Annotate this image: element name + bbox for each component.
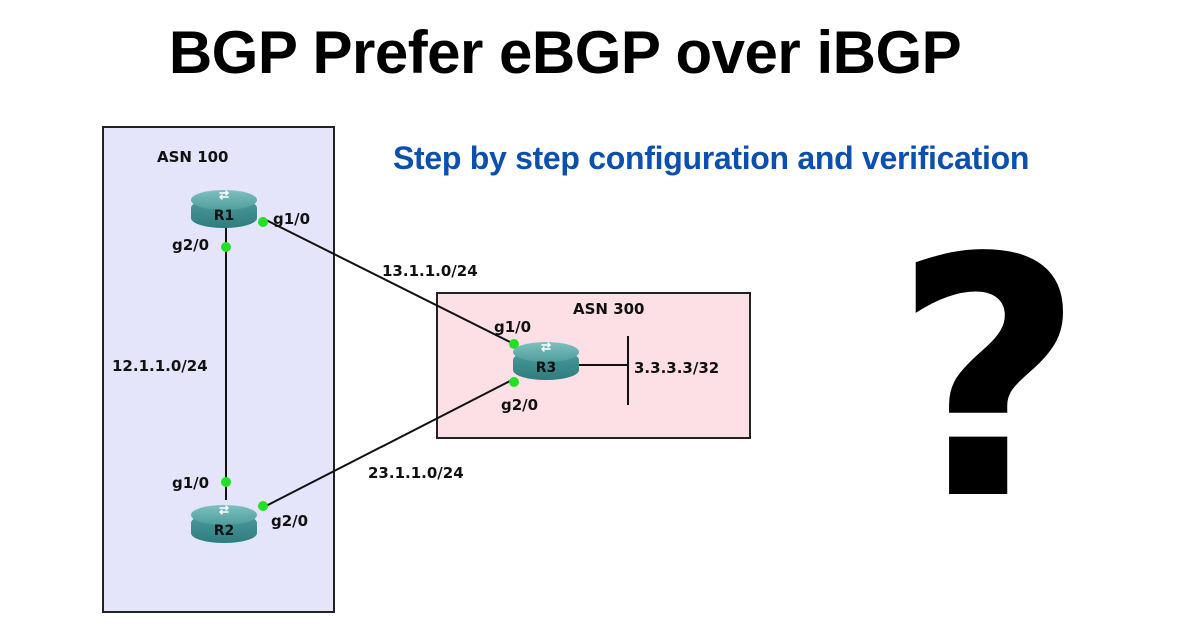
network-23-label: 23.1.1.0/24	[368, 464, 464, 482]
router-r1[interactable]: ⇄ R1	[191, 188, 257, 230]
r2-g10-dot	[221, 477, 231, 487]
r3-g10-label: g1/0	[494, 318, 532, 336]
r2-g20-dot	[258, 501, 268, 511]
router-name: R2	[213, 523, 235, 539]
router-name: R1	[213, 208, 235, 224]
network-12-label: 12.1.1.0/24	[112, 357, 208, 375]
r1-g10-dot	[258, 217, 268, 227]
router-r3[interactable]: ⇄ R3	[513, 340, 579, 382]
router-r2[interactable]: ⇄ R2	[191, 503, 257, 545]
page-title: BGP Prefer eBGP over iBGP	[168, 19, 962, 86]
router-arrows-icon: ⇄	[218, 188, 230, 202]
loopback-label: 3.3.3.3/32	[634, 359, 720, 377]
r3-g20-dot	[509, 377, 519, 387]
subtitle: Step by step configuration and verificat…	[393, 140, 1030, 176]
r1-g10-label: g1/0	[273, 210, 311, 228]
asn-300-label: ASN 300	[573, 300, 645, 318]
router-arrows-icon: ⇄	[218, 503, 230, 517]
r2-g10-label: g1/0	[172, 474, 210, 492]
asn-100-label: ASN 100	[157, 148, 229, 166]
router-name: R3	[535, 360, 557, 376]
network-13-label: 13.1.1.0/24	[382, 262, 478, 280]
router-arrows-icon: ⇄	[540, 340, 552, 354]
r1-g20-label: g2/0	[172, 236, 210, 254]
question-mark-icon: ?	[893, 188, 1085, 572]
r1-g20-dot	[221, 242, 231, 252]
r2-g20-label: g2/0	[271, 512, 309, 530]
r3-g20-label: g2/0	[501, 396, 539, 414]
